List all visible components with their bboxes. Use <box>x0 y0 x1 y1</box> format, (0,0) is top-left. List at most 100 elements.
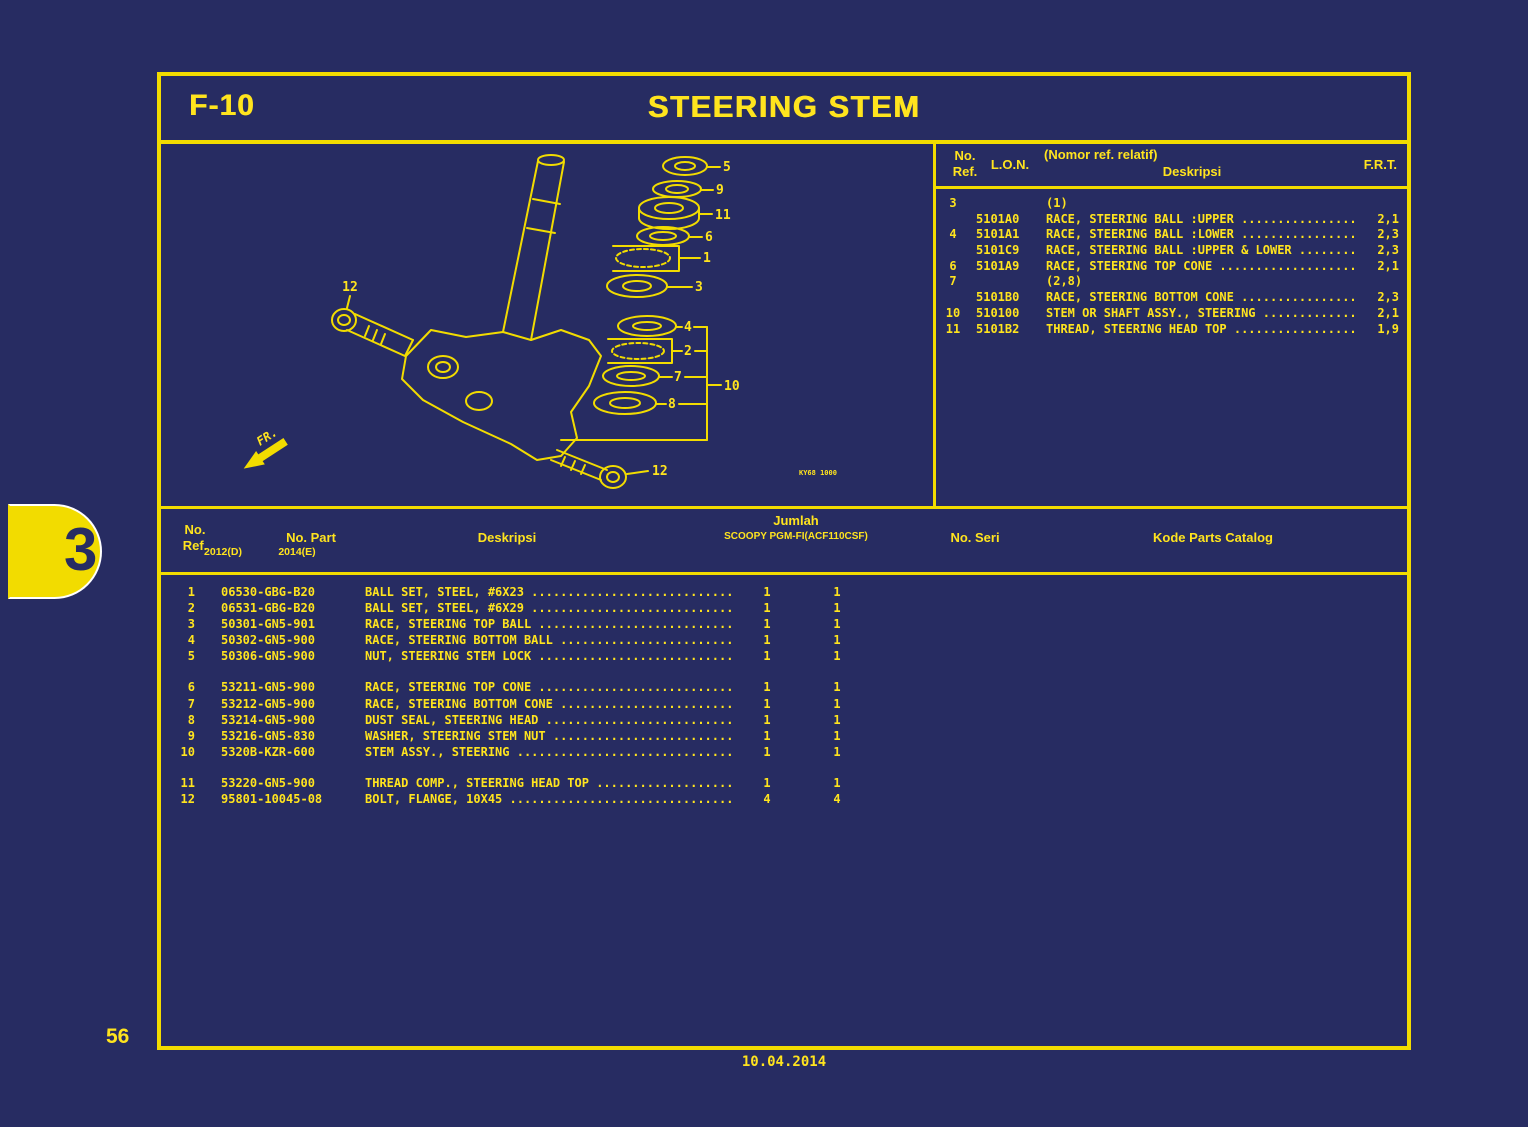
ref-row-lon: 5101A0 <box>976 211 1020 226</box>
parts-row-ref: 10 <box>180 744 195 759</box>
callout-6: 6 <box>705 230 713 245</box>
parts-row-qty-2014: 1 <box>833 601 841 616</box>
ref-row-frt: 2,1 <box>1377 258 1399 273</box>
parts-row-qty-2012: 1 <box>763 744 771 759</box>
parts-row-qty-2012: 4 <box>763 792 771 807</box>
parts-header-kode: Kode Parts Catalog <box>1153 530 1273 545</box>
page-title: STEERING STEM <box>647 89 921 124</box>
ref-row-desc: RACE, STEERING BALL :UPPER .............… <box>1046 211 1357 226</box>
flange-bolt-lower <box>550 449 649 489</box>
parts-group-gap <box>161 760 1407 775</box>
callout-12-upper: 12 <box>342 280 358 295</box>
parts-row-desc: BALL SET, STEEL, #6X23 .................… <box>365 585 734 599</box>
footer-date: 10.04.2014 <box>741 1054 827 1070</box>
parts-row-ref: 1 <box>187 585 195 599</box>
jumlah-year-2014: 2014(E) <box>278 546 316 558</box>
parts-row-qty-2012: 1 <box>763 601 771 616</box>
ref-row-lon: 5101B2 <box>976 321 1020 336</box>
ref-header-deskripsi: Deskripsi <box>1162 164 1222 179</box>
parts-row-desc: RACE, STEERING TOP BALL ................… <box>365 617 734 632</box>
parts-row-desc: THREAD COMP., STEERING HEAD TOP ........… <box>365 775 734 790</box>
mid-separator-line <box>161 506 1407 509</box>
parts-header-no-ref: No. Ref. <box>182 522 208 553</box>
parts-row-ref: 12 <box>180 792 195 807</box>
parts-row-part-number: 50306-GN5-900 <box>221 649 315 664</box>
ref-table: No. Ref. L.O.N. (Nomor ref. relatif) Des… <box>933 144 1407 506</box>
exploded-diagram: 12 5 9 11 6 1 3 4 2 7 8 10 12 KY68 1000 … <box>243 154 837 489</box>
ref-row-lon <box>976 274 1038 290</box>
section-code: F-10 <box>189 89 255 122</box>
ref-row-lon: 510100 <box>976 305 1020 320</box>
parts-row-qty-2012: 1 <box>763 617 771 632</box>
parts-row-part-number: 5320B-KZR-600 <box>221 744 315 759</box>
ref-row-lon: 5101B0 <box>976 290 1020 305</box>
diagram-code: KY68 1000 <box>799 469 837 477</box>
parts-row-qty-2014: 1 <box>833 775 841 790</box>
parts-table-row: 12 95801-10045-08 BOLT, FLANGE, 10X45 ....… <box>161 791 1407 807</box>
part-4-bottom-ball-race <box>617 315 708 337</box>
callout-7: 7 <box>674 370 682 385</box>
ref-table-row: 3(1) <box>936 196 1407 212</box>
parts-row-qty-2012: 1 <box>763 728 771 743</box>
parts-row-part-number: 53220-GN5-900 <box>221 775 315 790</box>
part-9-washer <box>652 180 714 198</box>
parts-header-no-seri: No. Seri <box>950 530 1000 545</box>
parts-row-qty-2012: 1 <box>763 633 771 648</box>
part-10-stem-leader <box>560 326 722 441</box>
callout-1: 1 <box>703 251 711 266</box>
ref-row-lon <box>976 196 1038 212</box>
parts-row-part-number: 53211-GN5-900 <box>221 680 315 695</box>
parts-row-desc: BOLT, FLANGE, 10X45 ....................… <box>365 792 734 807</box>
parts-row-qty-2014: 1 <box>833 649 841 664</box>
ref-header-frt: F.R.T. <box>1363 157 1397 172</box>
callout-5: 5 <box>723 160 731 175</box>
ref-row-frt: 2,1 <box>1377 305 1399 320</box>
callout-4: 4 <box>684 320 692 335</box>
parts-row-desc: NUT, STEERING STEM LOCK ................… <box>365 649 734 664</box>
parts-row-part-number: 53216-GN5-830 <box>221 728 315 743</box>
parts-row-part-number: 95801-10045-08 <box>221 792 323 807</box>
ref-row-frt: 2,3 <box>1377 290 1399 305</box>
ref-table-row: 7(2,8) <box>936 274 1407 290</box>
ref-row-frt: 2,3 <box>1377 243 1399 258</box>
parts-table-row: 10 5320B-KZR-600 STEM ASSY., STEERING ....… <box>161 744 1407 760</box>
part-2-ball-set <box>607 338 708 364</box>
parts-row-desc: BALL SET, STEEL, #6X29 .................… <box>365 601 734 616</box>
parts-row-qty-2012: 1 <box>763 585 771 599</box>
jumlah-year-2012: 2012(D) <box>204 546 242 558</box>
ref-row-no <box>936 212 970 228</box>
parts-row-ref: 6 <box>187 680 195 695</box>
parts-row-ref: 4 <box>187 633 195 648</box>
chapter-tab-number: 3 <box>64 516 98 583</box>
parts-row-desc: STEM ASSY., STEERING ...................… <box>365 744 734 759</box>
parts-row-qty-2014: 1 <box>833 680 841 695</box>
ref-header-no-ref: No. Ref. <box>952 148 978 179</box>
main-frame: F-10 STEERING STEM <box>157 72 1411 1050</box>
parts-row-ref: 8 <box>187 712 195 727</box>
ref-row-frt: 2,3 <box>1377 227 1399 242</box>
ref-row-no: 3 <box>949 196 957 210</box>
part-1-ball-set <box>612 245 701 272</box>
parts-row-part-number: 06530-GBG-B20 <box>221 585 315 599</box>
ref-row-desc: RACE, STEERING BALL :LOWER .............… <box>1046 227 1357 242</box>
ref-row-no: 10 <box>945 305 961 320</box>
callout-11: 11 <box>715 208 731 223</box>
ref-row-desc: STEM OR SHAFT ASSY., STEERING ..........… <box>1046 305 1357 320</box>
ref-table-header: No. Ref. L.O.N. (Nomor ref. relatif) Des… <box>936 144 1407 189</box>
parts-row-qty-2014: 1 <box>833 744 841 759</box>
part-3-top-ball-race <box>606 274 693 298</box>
parts-row-desc: DUST SEAL, STEERING HEAD ...............… <box>365 712 734 727</box>
chapter-tab-badge: 3 <box>8 504 102 599</box>
ref-row-no: 11 <box>945 321 961 336</box>
parts-row-desc: RACE, STEERING BOTTOM BALL .............… <box>365 633 734 648</box>
parts-row-part-number: 53212-GN5-900 <box>221 696 315 711</box>
parts-row-ref: 3 <box>187 617 195 632</box>
